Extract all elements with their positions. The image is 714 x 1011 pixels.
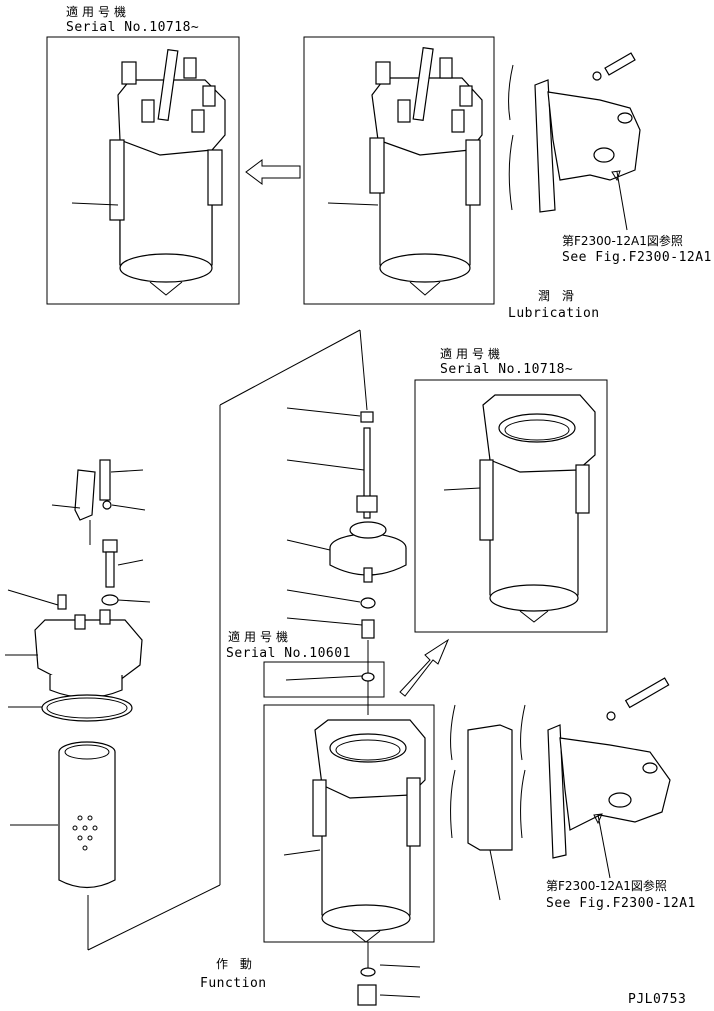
ref-top-en: See Fig.F2300-12A1	[562, 250, 712, 265]
ref-bottom-en: See Fig.F2300-12A1	[546, 896, 696, 911]
top-left-frame	[46, 36, 240, 305]
filter-housing-top-center	[327, 46, 483, 296]
lubrication-jp: 潤 滑	[538, 289, 578, 303]
ref-top-jp: 第F2300-12A1図参照	[562, 233, 683, 248]
top-left-applicable-label: 適用号機	[66, 4, 130, 19]
filter-case-center-bottom	[283, 719, 426, 943]
filter-housing-top-left	[71, 48, 226, 296]
transition-arrow-up-right	[399, 638, 450, 697]
bottom-oring	[360, 967, 376, 977]
center-applicable-label: 適用号機	[228, 629, 292, 644]
function-en: Function	[200, 976, 267, 991]
elbow-pipe-top-right	[508, 52, 641, 231]
filter-case-mid-right	[443, 394, 596, 623]
lubrication-en: Lubrication	[508, 306, 600, 321]
valve-stack-center	[286, 407, 407, 715]
cartridge-holes	[72, 815, 98, 851]
top-left-serial-label: Serial No.10718~	[66, 20, 199, 35]
left-exploded-parts	[5, 459, 151, 889]
mid-right-serial-label: Serial No.10718~	[440, 362, 573, 377]
elbow-pipe-bottom-right	[450, 677, 671, 901]
transition-arrow-left	[245, 159, 301, 185]
top-center-frame	[303, 36, 495, 305]
ref-bottom-jp: 第F2300-12A1図参照	[546, 878, 667, 893]
drawing-id: PJL0753	[628, 992, 686, 1007]
drain-plug	[357, 984, 377, 1006]
mid-right-applicable-label: 適用号機	[440, 346, 504, 361]
mid-right-frame	[414, 379, 608, 633]
function-jp: 作 動	[216, 957, 256, 971]
orifice-part	[361, 672, 375, 682]
center-serial-label: Serial No.10601	[226, 646, 351, 661]
serial-10601-frame	[263, 661, 385, 698]
center-bottom-frame	[263, 704, 435, 943]
